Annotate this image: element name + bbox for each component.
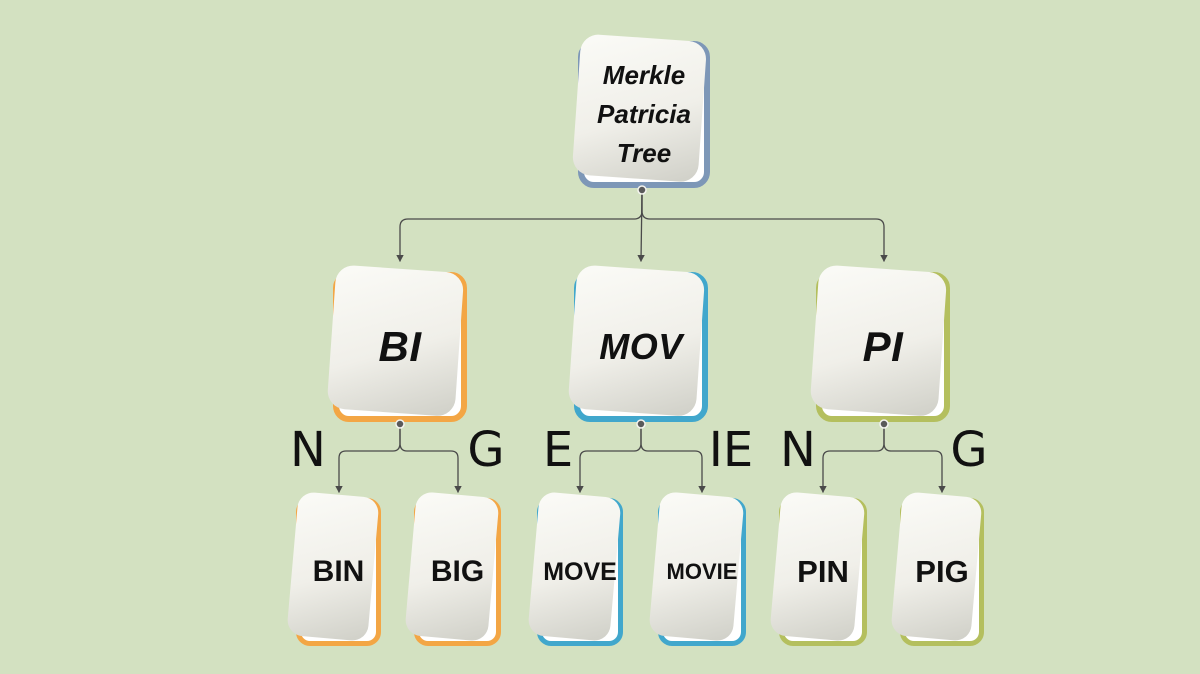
connector-root-mov: [637, 190, 645, 262]
node-big: BIG: [414, 498, 501, 646]
edge-label-n-pin: N: [780, 422, 816, 478]
root-label-line1: Merkle: [602, 60, 686, 90]
node-move-label: MOVE: [543, 557, 617, 586]
node-bin-label: BIN: [312, 555, 365, 588]
connector-pi-pig: [883, 425, 946, 493]
node-bi: BI: [333, 272, 467, 422]
connector-root-pi: [641, 190, 888, 262]
connector-bi-bin: [335, 425, 401, 493]
edge-label-g-pig: G: [950, 422, 988, 478]
node-pi: PI: [816, 272, 950, 422]
node-move: MOVE: [537, 498, 623, 646]
connector-mov-movie: [640, 425, 706, 493]
node-root-merkle-patricia-tree: Merkle Patricia Tree: [578, 41, 710, 188]
root-label-line2: Patricia: [597, 99, 691, 129]
node-pi-label: PI: [862, 323, 904, 370]
connector-mov-move: [576, 425, 642, 493]
node-pin-label: PIN: [797, 554, 849, 589]
node-bin: BIN: [296, 498, 381, 646]
edge-label-n-bin: N: [290, 422, 326, 478]
root-label-line3: Tree: [616, 138, 672, 168]
connector-bi-big: [399, 425, 462, 493]
node-pin: PIN: [779, 498, 867, 646]
node-pig-label: PIG: [915, 554, 969, 589]
connector-pi-pin: [819, 425, 885, 493]
connector-root-bi: [396, 190, 643, 262]
edge-label-e-move: E: [542, 422, 574, 478]
edge-label-ie-movie: IE: [708, 422, 754, 478]
node-mov-label: MOV: [599, 326, 683, 367]
node-movie: MOVIE: [658, 498, 746, 646]
node-big-label: BIG: [430, 555, 485, 588]
node-bi-label: BI: [378, 323, 422, 370]
node-pig: PIG: [900, 498, 984, 646]
root-node-label: Merkle Patricia Tree: [597, 56, 691, 173]
node-mov: MOV: [574, 272, 708, 422]
node-movie-label: MOVIE: [666, 559, 738, 584]
edge-label-g-big: G: [467, 422, 505, 478]
